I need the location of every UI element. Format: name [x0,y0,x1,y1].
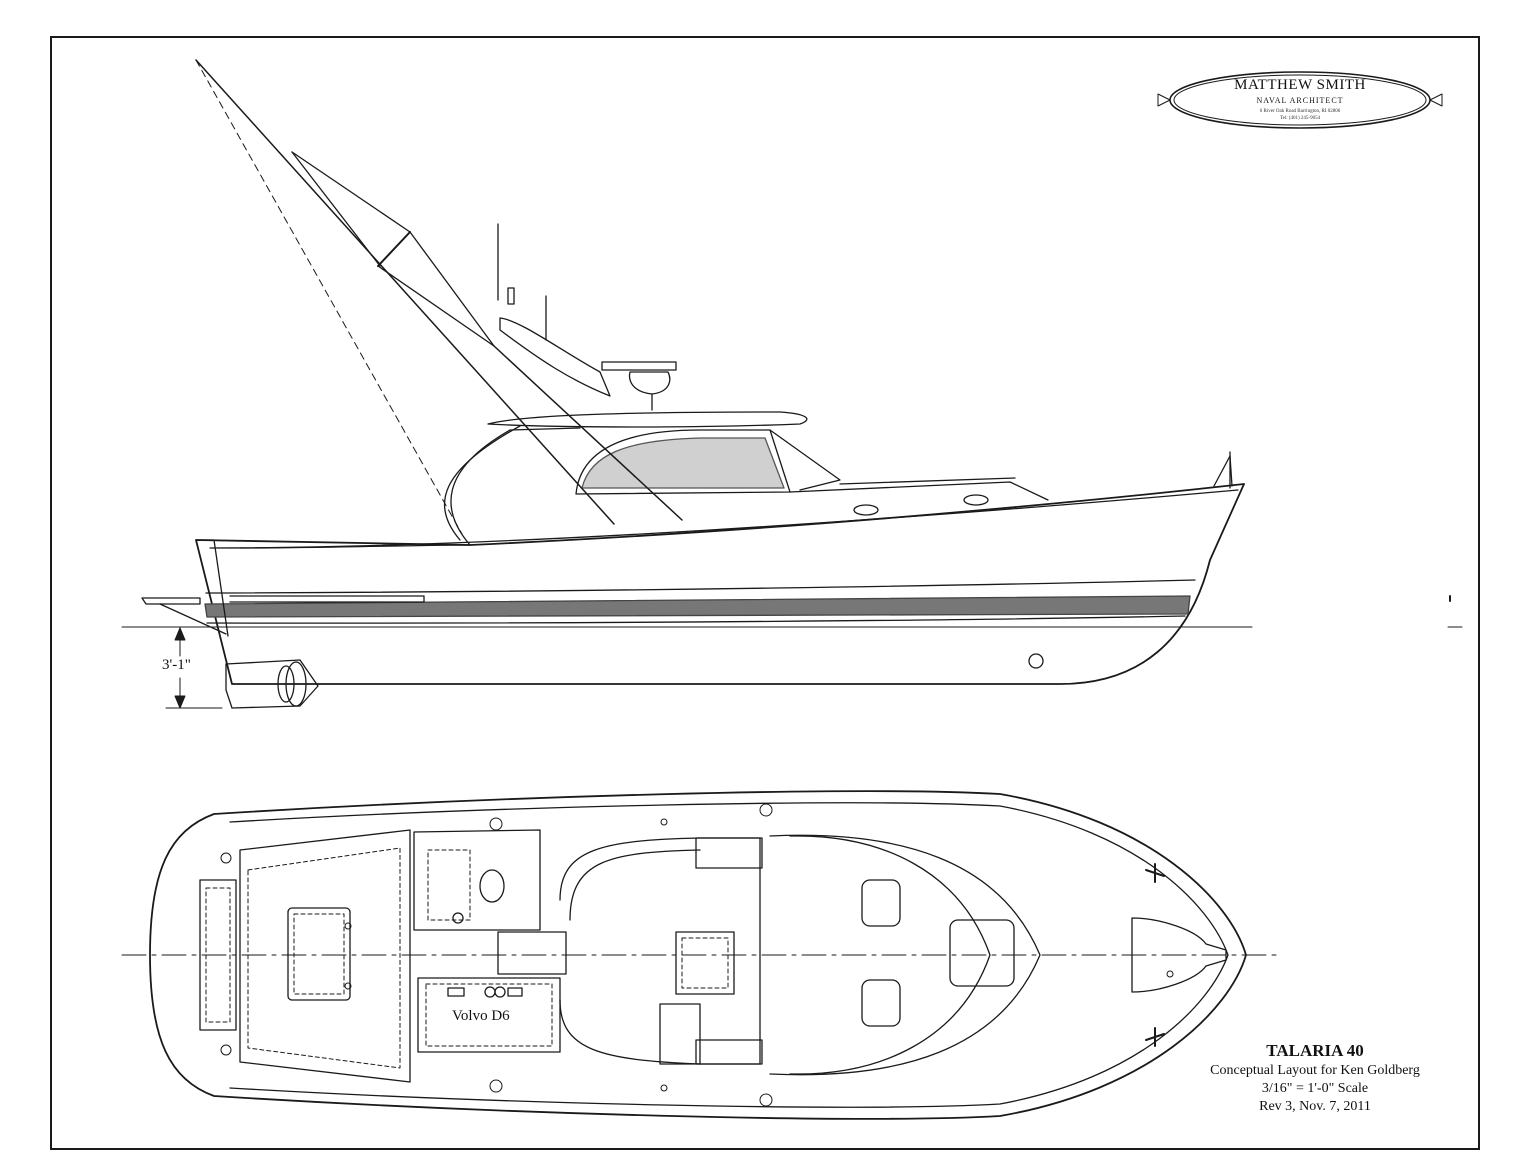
architect-phone: Tel: (401) 245-9054 [1279,116,1321,121]
draft-dimension-label: 3'-1" [162,657,191,673]
engine-label: Volvo D6 [452,1008,510,1024]
radar-arch [499,317,611,397]
foredeck-hatch [949,919,1015,987]
draft-dimension [165,626,223,709]
plan-view [121,790,1279,1120]
anchor-locker [1131,917,1227,993]
hull-profile [195,483,1245,685]
boot-stripe [204,595,1191,618]
hardtop [487,411,808,428]
bow-flag [1213,455,1233,487]
windshield [581,437,785,489]
outrigger [195,59,683,535]
drawing-scale: 3/16" = 1'-0" Scale [1261,1081,1369,1096]
drawing-title: TALARIA 40 [1266,1041,1364,1060]
swim-platform [141,597,201,605]
architect-title: NAVAL ARCHITECT [1256,96,1344,105]
cockpit [239,829,411,1083]
companionway-hatch [497,931,567,975]
architect-address: 6 River Oak Road Barrington, RI 02806 [1259,109,1341,114]
radar-antenna [601,361,677,371]
galley-sink [479,869,505,903]
engine-compartment [417,977,561,1053]
drawing-revision: Rev 3, Nov. 7, 2011 [1259,1099,1371,1114]
architect-name: MATTHEW SMITH [1234,77,1366,93]
profile-view [121,59,1463,709]
stern-drive [225,659,319,709]
portlight [1028,653,1044,669]
hull-plan [149,790,1247,1120]
architect-logo [1157,71,1443,129]
fish-box-hatch [287,907,351,1001]
drawing-subtitle: Conceptual Layout for Ken Goldberg [1210,1063,1420,1078]
drawing-border [50,36,1480,1150]
title-block: TALARIA 40 Conceptual Layout for Ken Gol… [1170,1040,1460,1116]
